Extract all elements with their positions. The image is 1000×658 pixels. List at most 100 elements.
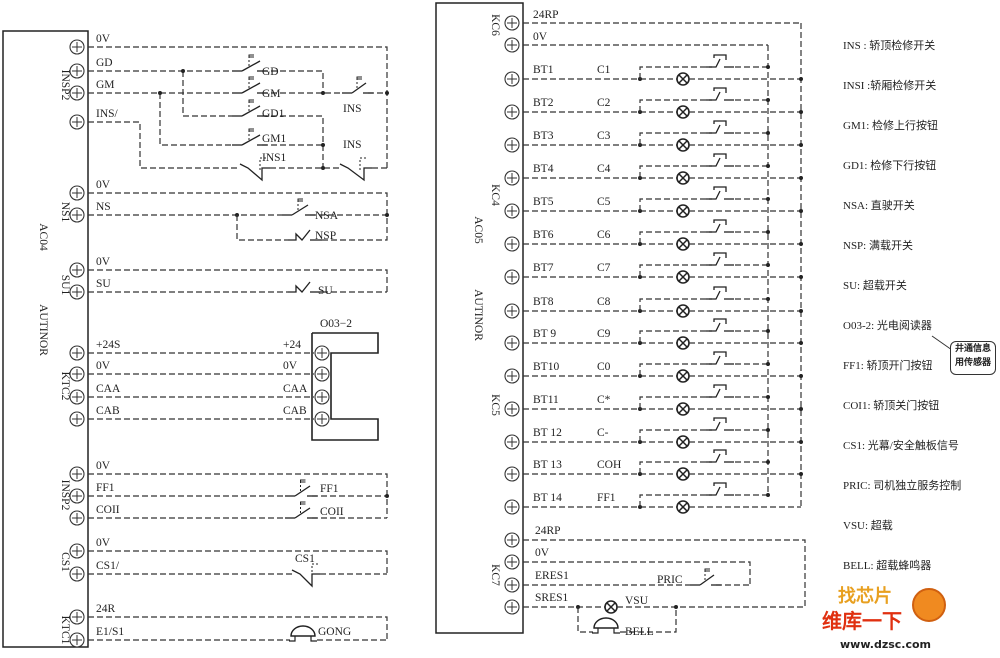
- lamp-x: [678, 338, 688, 348]
- lamp-x: [678, 404, 688, 414]
- call-label: C-: [597, 427, 609, 439]
- button-blade: [706, 322, 721, 332]
- terminal-icon: [69, 345, 85, 361]
- junction-dot: [766, 230, 770, 234]
- button-blade: [706, 190, 721, 200]
- terminal-icon: [504, 554, 520, 570]
- wire: [639, 494, 712, 507]
- terminal-icon: [69, 39, 85, 55]
- pin-label: CAB: [96, 405, 120, 417]
- lamp-icon: [676, 138, 690, 152]
- terminal-icon: [504, 368, 520, 384]
- junction-dot: [766, 395, 770, 399]
- switch-actuator: [311, 563, 318, 576]
- push-button-icon: [706, 87, 734, 101]
- lamp-icon: [676, 435, 690, 449]
- push-button-icon: [706, 351, 734, 365]
- junction-dot: [799, 275, 803, 279]
- wire: [88, 269, 388, 292]
- lamp-icon: [676, 500, 690, 514]
- wire: [639, 198, 712, 211]
- lamp-icon: [676, 237, 690, 251]
- reader-label: O03−2: [320, 318, 352, 330]
- switch-actuator: [248, 54, 254, 58]
- pin-label: E1/S1: [96, 626, 124, 638]
- button-cap: [713, 120, 727, 126]
- call-label: C3: [597, 130, 611, 142]
- gong-label: GONG: [318, 626, 351, 638]
- button-terminal-label: BT 9: [533, 328, 556, 340]
- junction-dot: [674, 605, 678, 609]
- lamp-x: [678, 74, 688, 84]
- button-cap: [713, 219, 727, 225]
- button-blade: [706, 91, 721, 101]
- wire: [639, 264, 712, 277]
- button-blade: [706, 453, 721, 463]
- pin-label: 0V: [96, 33, 111, 45]
- junction-dot: [766, 164, 770, 168]
- pin-label: COII: [96, 504, 120, 516]
- module-name: AC04: [37, 223, 49, 251]
- switch-blade: [241, 134, 261, 146]
- button-blade: [706, 58, 721, 68]
- junction-dot: [799, 242, 803, 246]
- push-button-icon: [706, 449, 734, 463]
- call-label: C0: [597, 361, 611, 373]
- button-blade: [706, 157, 721, 167]
- terminal-icon: [69, 488, 85, 504]
- terminal-icon: [69, 389, 85, 405]
- pin-label: 0V: [535, 547, 550, 559]
- pin-label: 24R: [96, 603, 116, 615]
- push-button-icon: [706, 153, 734, 167]
- button-terminal-label: BT2: [533, 97, 554, 109]
- lamp-x: [678, 469, 688, 479]
- push-button-icon: [706, 417, 734, 431]
- push-button-icon: [706, 252, 734, 266]
- junction-dot: [799, 77, 803, 81]
- terminal-icon: [69, 543, 85, 559]
- pin-label: ERES1: [535, 570, 569, 582]
- connector-label: NS1: [59, 202, 71, 223]
- button-blade: [706, 388, 721, 398]
- terminal-icon: [69, 609, 85, 625]
- terminal-icon: [504, 577, 520, 593]
- connector-label: KTC2: [59, 372, 71, 401]
- switch-ins-label: INS: [343, 139, 362, 151]
- bell-dome: [290, 625, 316, 637]
- switch-gm1-label: GM1: [262, 133, 287, 145]
- pin-label: 0V: [96, 256, 111, 268]
- button-cap: [713, 417, 727, 423]
- limit-switch-icon: [288, 229, 322, 241]
- pin-label: +24S: [96, 339, 120, 351]
- button-terminal-label: BT 14: [533, 492, 562, 504]
- switch-cs1-label: CS1: [295, 553, 315, 565]
- wire: [639, 66, 712, 79]
- lamp-x: [678, 371, 688, 381]
- pin-label: CS1/: [96, 560, 120, 572]
- terminal-icon: [69, 366, 85, 382]
- wire: [88, 192, 388, 215]
- terminal-icon: [504, 236, 520, 252]
- legend-item: BELL: 超载蜂鸣器: [843, 560, 932, 572]
- call-label: C*: [597, 394, 611, 406]
- gong-icon: [289, 625, 317, 642]
- terminal-icon: [504, 599, 520, 615]
- button-cap: [713, 449, 727, 455]
- call-label: C9: [597, 328, 611, 340]
- reader-pin-label: +24: [283, 339, 301, 351]
- pin-label: 0V: [96, 460, 111, 472]
- legend-item: INSI :轿厢检修开关: [843, 80, 937, 92]
- wire: [639, 298, 712, 311]
- connector-label: KC6: [489, 14, 501, 36]
- wire: [639, 396, 712, 409]
- terminal-icon: [504, 269, 520, 285]
- lamp-icon: [676, 467, 690, 481]
- legend-item: NSP: 满载开关: [843, 240, 913, 252]
- terminal-icon: [504, 401, 520, 417]
- switch-icon: [282, 198, 315, 216]
- wire: [523, 539, 806, 607]
- lamp-x: [678, 173, 688, 183]
- junction-dot: [766, 362, 770, 366]
- terminal-icon: [69, 262, 85, 278]
- terminal-icon: [504, 434, 520, 450]
